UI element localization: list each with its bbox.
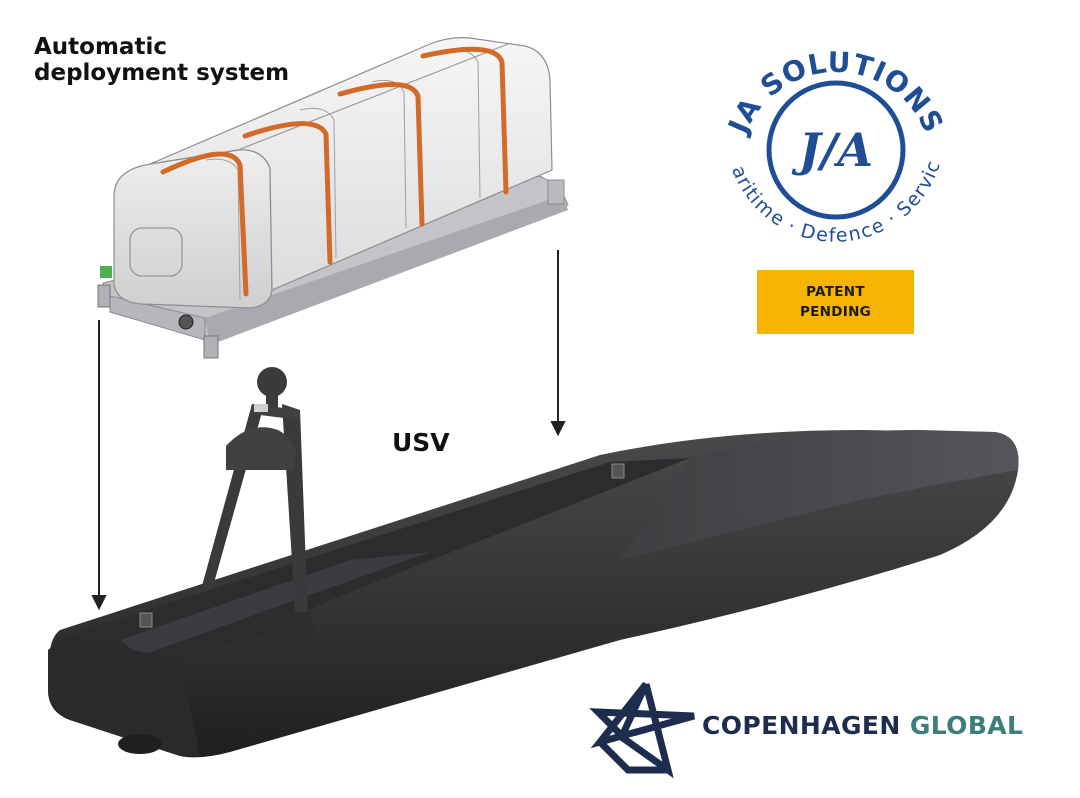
copenhagen-word: COPENHAGEN [702,711,901,740]
usv-label: USV [392,428,450,457]
badge-line-1: PATENT [806,284,865,300]
star-icon [589,681,695,779]
usv-hull [48,367,1019,758]
deployment-arrows [91,250,566,611]
copenhagen-global-wordmark: COPENHAGEN GLOBAL [702,711,1023,740]
ja-monogram: J/A [791,123,873,177]
deployment-system-label: Automatic deployment system [34,34,290,86]
patent-pending-badge: PATENT PENDING [757,270,914,334]
global-word: GLOBAL [909,711,1024,740]
badge-line-2: PENDING [799,304,872,320]
ja-ring [766,80,906,220]
orange-straps [160,46,509,297]
